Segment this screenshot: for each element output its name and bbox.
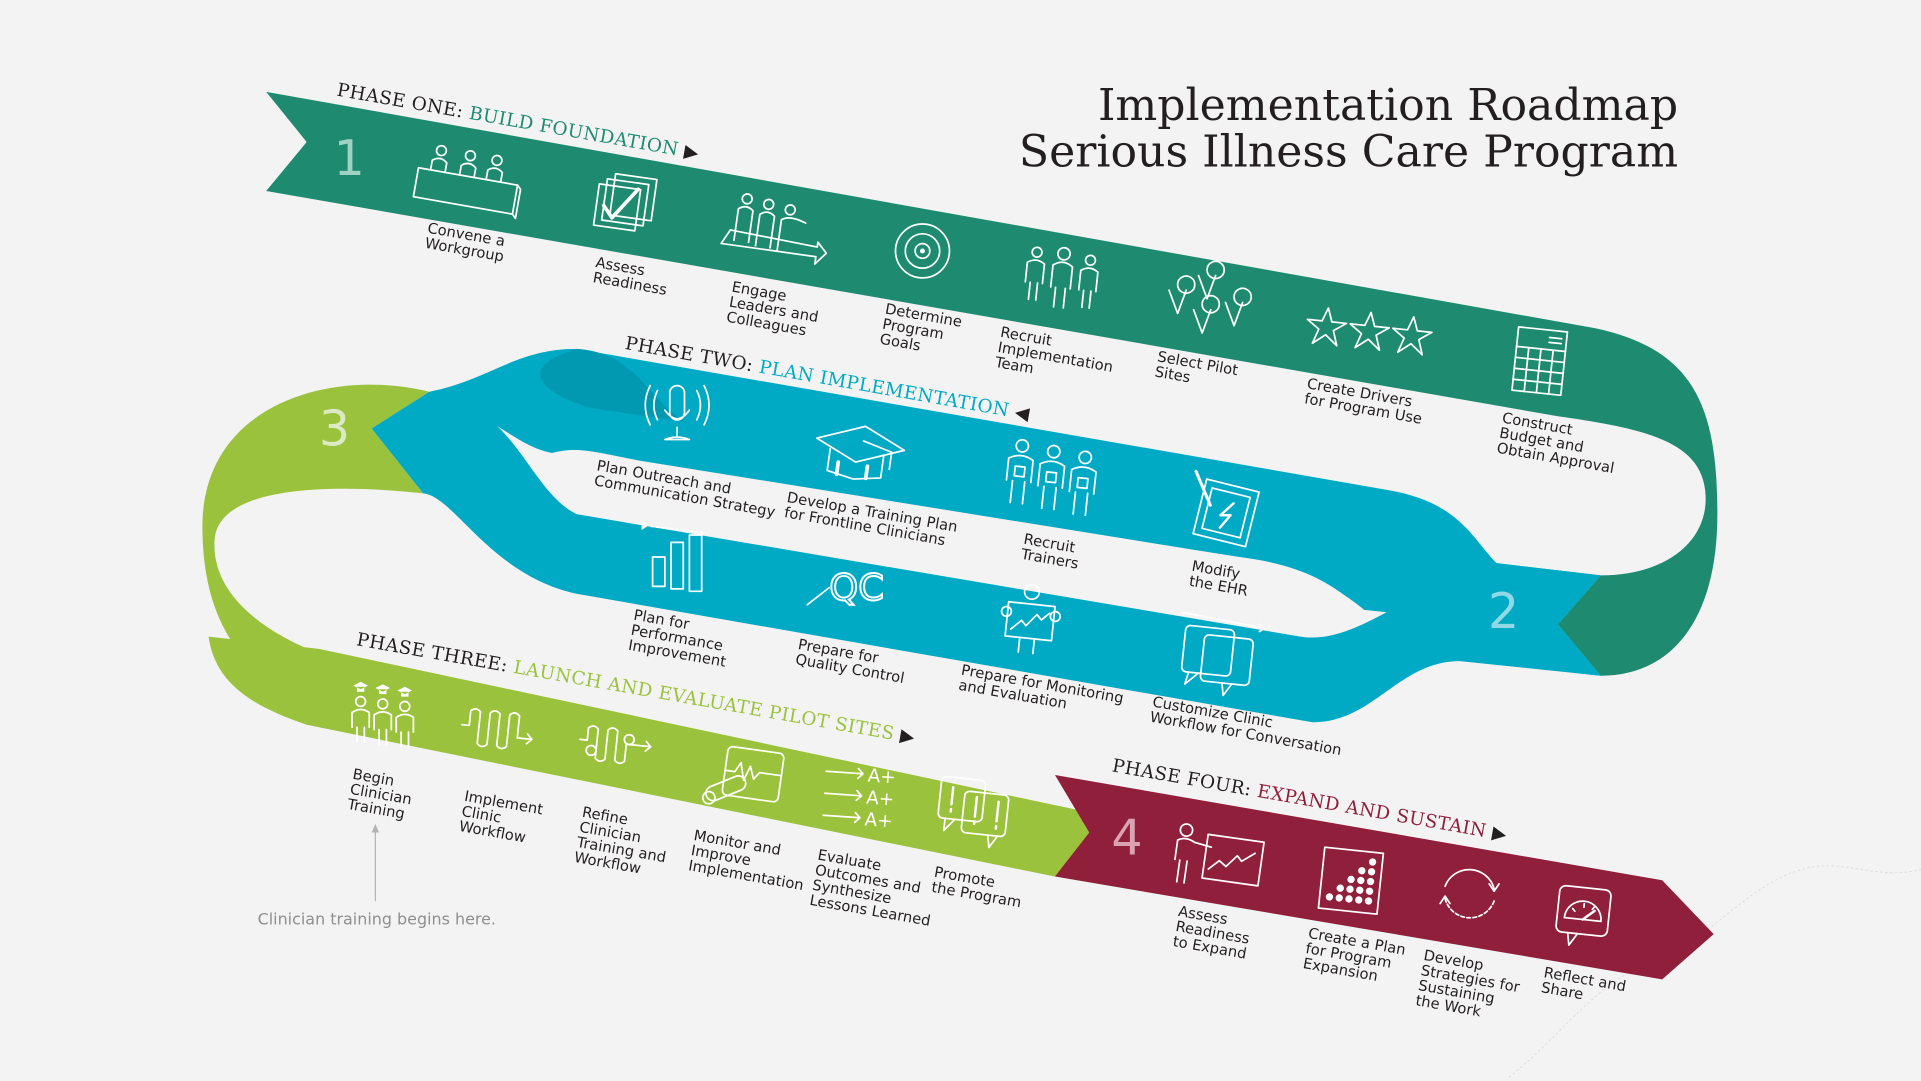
three-stars-icon xyxy=(1306,307,1433,356)
bar-chart-icon xyxy=(641,520,704,593)
grade-3: A+ xyxy=(864,810,893,833)
phase-2-shade xyxy=(540,348,687,423)
tablet-pen-icon xyxy=(1192,469,1260,548)
leaders-arrow-icon xyxy=(720,193,828,265)
phase-4-number: 4 xyxy=(1111,810,1142,867)
grade-2: A+ xyxy=(865,788,894,811)
team-icon xyxy=(1024,246,1099,310)
grades-icon: A+ A+ A+ xyxy=(822,766,896,833)
phase-4-step-label: Create a Planfor ProgramExpansion xyxy=(1302,925,1407,989)
qc-magnifier-icon: QC xyxy=(806,565,885,610)
map-pins-icon xyxy=(1168,260,1253,334)
phase-2-ribbon-upper xyxy=(429,348,1601,676)
monitor-scope-icon xyxy=(701,745,785,805)
triangle-right-icon: ▶ xyxy=(683,141,701,164)
checklist-icon xyxy=(592,172,658,232)
step-label-line: Team xyxy=(993,354,1035,378)
phase-4-step-label: DevelopStrategies forSustainingthe Work xyxy=(1414,947,1524,1026)
grade-1: A+ xyxy=(867,766,896,789)
triangle-left-icon: ◀ xyxy=(1013,402,1031,425)
phase-1-ribbon xyxy=(266,91,1718,676)
phase-2-number: 2 xyxy=(1488,583,1519,640)
spreadsheet-icon xyxy=(1511,326,1569,397)
phase-4-ribbon xyxy=(1054,774,1714,980)
title-line-1: Implementation Roadmap xyxy=(1098,80,1678,131)
cycle-arrows-icon xyxy=(1439,868,1500,919)
workflow-path-icon xyxy=(461,708,533,750)
target-icon xyxy=(894,223,951,279)
step-label-line: Begin xyxy=(351,766,395,790)
presenter-chart-icon xyxy=(1174,823,1265,887)
phase-2-ribbon-lower xyxy=(371,391,1601,723)
triangle-right-icon: ▶ xyxy=(898,725,916,748)
phase-1-number: 1 xyxy=(334,130,365,187)
gauge-bubble-icon xyxy=(1555,884,1612,946)
growth-pins-icon xyxy=(1317,846,1385,916)
step-label-line: Goals xyxy=(878,331,921,355)
graduates-icon xyxy=(351,681,415,748)
step-label-line: Sites xyxy=(1153,363,1191,386)
microphone-icon xyxy=(644,384,710,441)
phase-2-gap xyxy=(552,449,1365,613)
decorative-line xyxy=(1508,865,1921,1078)
phase-3-band xyxy=(208,636,1092,877)
speech-bubbles-icon xyxy=(1180,611,1266,697)
exclamation-bubbles-icon xyxy=(937,775,1010,849)
triangle-right-icon: ▶ xyxy=(1491,822,1509,845)
refine-path-icon xyxy=(579,725,652,765)
trainers-icon xyxy=(1005,438,1097,517)
clinician-note: Clinician training begins here. xyxy=(258,909,496,928)
person-chart-icon xyxy=(1000,583,1062,655)
workgroup-table-icon xyxy=(412,144,522,220)
title-line-2: Serious Illness Care Program xyxy=(1019,127,1678,178)
graduation-cap-icon xyxy=(816,425,906,481)
step-label-line: Clinic xyxy=(460,803,502,827)
phase-3-number: 3 xyxy=(319,401,350,458)
qc-text: QC xyxy=(829,566,884,609)
arrow-up-icon xyxy=(371,823,380,833)
